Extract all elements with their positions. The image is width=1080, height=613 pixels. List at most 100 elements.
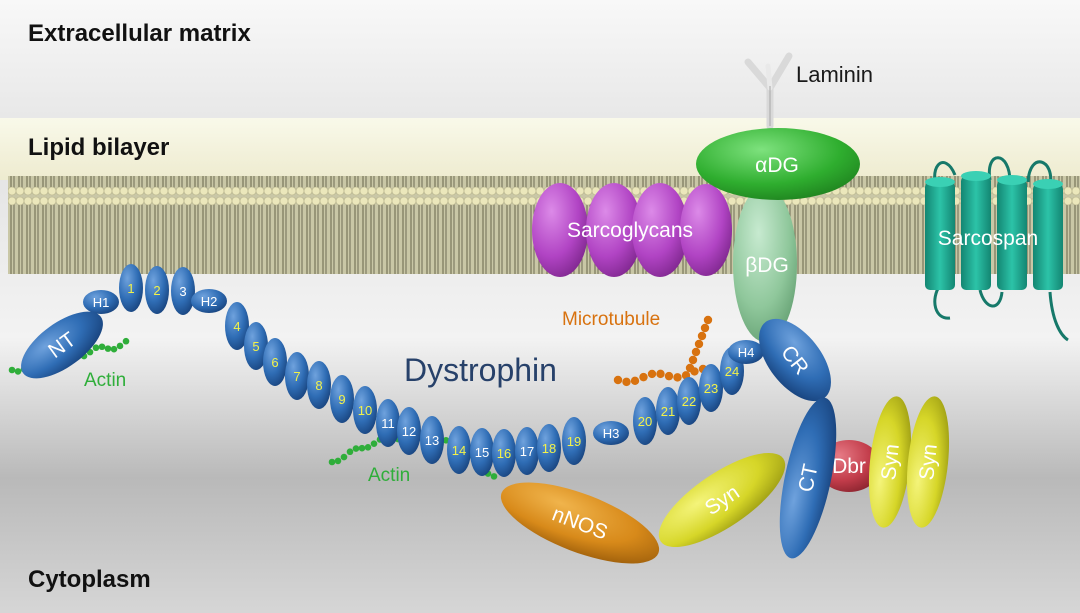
bead [694, 339, 704, 349]
segment-label: 6 [271, 355, 278, 370]
segment-label: 20 [638, 414, 652, 429]
spectrin-repeat-9: 9 [330, 375, 354, 423]
beta-dystroglycan [733, 186, 797, 342]
beta-dg-label: βDG [745, 254, 789, 277]
hinge-h3: H3 [593, 421, 629, 445]
segment-label: 9 [338, 392, 345, 407]
spectrin-repeat-3: 3 [171, 267, 195, 315]
bead [490, 473, 498, 480]
extracellular-matrix-label: Extracellular matrix [28, 20, 251, 47]
segment-label: 23 [704, 381, 718, 396]
bead [613, 375, 623, 385]
spectrin-repeat-14: 14 [447, 426, 471, 474]
syntrophin-a [868, 396, 912, 528]
syntrophin-b-label: Syn [915, 443, 942, 481]
ct-domain [779, 397, 837, 559]
lipid-bilayer-label: Lipid bilayer [28, 134, 169, 161]
segment-label: H4 [738, 345, 755, 360]
laminin-label: Laminin [796, 62, 873, 87]
segment-label: 11 [381, 416, 395, 431]
bead [664, 371, 674, 381]
segment-label: 7 [293, 369, 300, 384]
bead [110, 345, 118, 353]
syntrophin-a-label: Syn [877, 443, 904, 481]
spectrin-repeat-18: 18 [537, 424, 561, 472]
hinge-h2: H2 [191, 289, 227, 313]
cytoplasm-label: Cytoplasm [28, 566, 151, 593]
spectrin-repeat-16: 16 [492, 429, 516, 477]
bead [700, 323, 710, 333]
spectrin-repeat-15: 15 [470, 428, 494, 476]
bead [673, 373, 682, 382]
segment-label: 1 [127, 281, 134, 296]
bead [116, 342, 124, 350]
bead [122, 337, 130, 345]
nnos [500, 482, 660, 564]
bead [8, 366, 16, 374]
spectrin-repeat-7: 7 [285, 352, 309, 400]
microtubule-label: Microtubule [562, 309, 660, 330]
bead [622, 377, 631, 387]
spectrin-repeat-20: 20 [633, 397, 657, 445]
microtubule [613, 315, 713, 387]
spectrin-repeat-21: 21 [656, 387, 680, 435]
bead [98, 343, 106, 351]
spectrin-repeat-13: 13 [420, 416, 444, 464]
bead [352, 445, 360, 452]
spectrin-repeat-6: 6 [263, 338, 287, 386]
bead [697, 331, 707, 341]
bead [328, 458, 336, 466]
segment-label: 12 [402, 424, 416, 439]
segment-label: H3 [603, 426, 620, 441]
segment-label: 3 [179, 284, 186, 299]
segment-label: 18 [542, 441, 556, 456]
bead [703, 315, 713, 325]
segment-label: 22 [682, 394, 696, 409]
segment-label: 4 [233, 319, 240, 334]
segment-label: 21 [661, 404, 675, 419]
bead [92, 344, 100, 352]
segment-label: 14 [452, 443, 466, 458]
bead [104, 345, 112, 352]
spectrin-repeat-22: 22 [677, 377, 701, 425]
spectrin-repeat-2: 2 [145, 266, 169, 314]
syntrophin-b [906, 396, 950, 528]
spectrin-repeat-8: 8 [307, 361, 331, 409]
spectrin-repeat-1: 1 [119, 264, 143, 312]
alpha-dg-label: αDG [755, 154, 799, 177]
spectrin-repeat-23: 23 [699, 364, 723, 412]
segment-label: 5 [252, 339, 259, 354]
bead [656, 369, 665, 379]
spectrin-repeat-4: 4 [225, 302, 249, 350]
bead [346, 448, 354, 456]
laminin [744, 52, 793, 130]
segment-label: 2 [153, 283, 160, 298]
bead [685, 363, 695, 373]
segment-label: 8 [315, 378, 322, 393]
dystrophin-label: Dystrophin [404, 352, 557, 388]
actin-middle-label: Actin [368, 465, 410, 486]
bead [688, 355, 698, 365]
segment-label: 10 [358, 403, 372, 418]
bead [358, 444, 366, 452]
membrane-glow [0, 118, 1080, 180]
ct-label: CT [794, 462, 822, 494]
segment-label: H2 [201, 294, 218, 309]
sarcoglycans-label: Sarcoglycans [567, 219, 693, 242]
segment-label: H1 [93, 295, 110, 310]
bead [340, 453, 348, 461]
spectrin-repeat-5: 5 [244, 322, 268, 370]
alpha-dystroglycan [696, 128, 860, 200]
spectrin-repeat-17: 17 [515, 427, 539, 475]
bead [370, 440, 378, 448]
bead [334, 457, 342, 465]
bead [14, 368, 22, 375]
segment-label: 24 [725, 364, 739, 379]
hinge-h1: H1 [83, 290, 119, 314]
segment-label: 19 [567, 434, 581, 449]
spectrin-repeat-12: 12 [397, 407, 421, 455]
segment-label: 17 [520, 444, 534, 459]
spectrin-repeat-11: 11 [376, 399, 400, 447]
